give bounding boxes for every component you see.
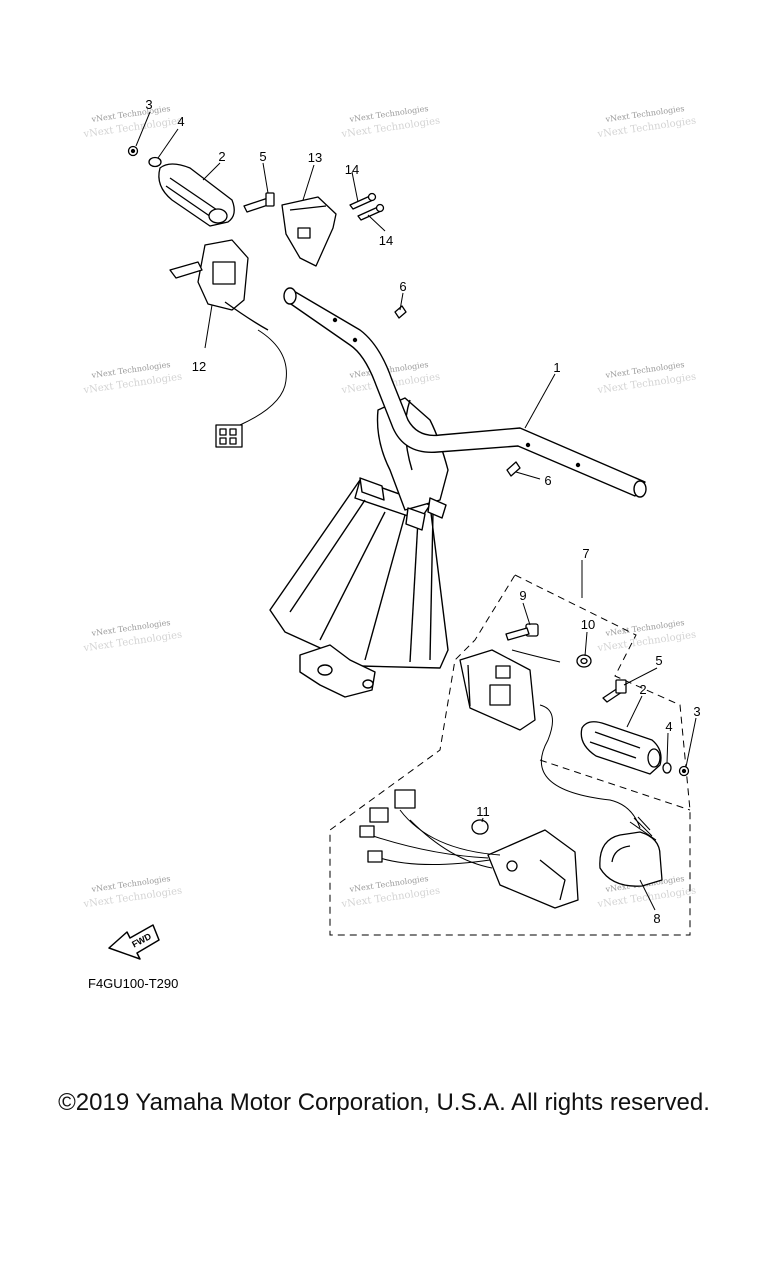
watermark: vNext Technologies vNext Technologies — [82, 104, 183, 140]
handlebar — [283, 287, 647, 498]
watermark: vNext Technologies vNext Technologies — [82, 618, 183, 654]
watermark: vNext Technologies vNext Technologies — [82, 874, 183, 910]
watermark: vNext Technologies vNext Technologies — [596, 618, 697, 654]
watermark: vNext Technologies vNext Technologies — [340, 104, 441, 140]
callout-1: 1 — [553, 360, 560, 375]
figure-code: F4GU100-T290 — [88, 976, 178, 991]
callout-5: 5 — [655, 653, 662, 668]
callout-6: 6 — [544, 473, 551, 488]
callout-11: 11 — [476, 804, 490, 819]
fwd-arrow-icon: FWD — [108, 924, 160, 960]
left-grip-assembly — [127, 145, 521, 477]
callout-7: 7 — [582, 546, 589, 561]
callout-13: 13 — [308, 150, 322, 165]
callout-3: 3 — [145, 97, 152, 112]
callout-14: 14 — [379, 233, 393, 248]
assembly-box-7 — [329, 574, 691, 936]
callout-4: 4 — [665, 719, 672, 734]
callout-4: 4 — [177, 114, 184, 129]
callout-14: 14 — [345, 162, 359, 177]
callout-2: 2 — [639, 682, 646, 697]
callout-8: 8 — [653, 911, 660, 926]
callouts: 3 4 2 5 13 14 14 6 12 1 6 7 9 10 5 2 4 3… — [145, 97, 700, 926]
watermark: vNext Technologies vNext Technologies — [340, 874, 441, 910]
callout-6: 6 — [399, 279, 406, 294]
callout-2: 2 — [218, 149, 225, 164]
steering-column — [269, 397, 449, 698]
callout-5: 5 — [259, 149, 266, 164]
callout-9: 9 — [519, 588, 526, 603]
watermark: vNext Technologies vNext Technologies — [596, 360, 697, 396]
callout-10: 10 — [581, 617, 595, 632]
right-grip-assembly — [359, 623, 690, 909]
callout-3: 3 — [693, 704, 700, 719]
watermark: vNext Technologies vNext Technologies — [596, 104, 697, 140]
copyright-notice: ©2019 Yamaha Motor Corporation, U.S.A. A… — [58, 1089, 710, 1116]
callout-12: 12 — [192, 359, 206, 374]
leader-lines — [135, 111, 697, 911]
watermark: vNext Technologies vNext Technologies — [82, 360, 183, 396]
